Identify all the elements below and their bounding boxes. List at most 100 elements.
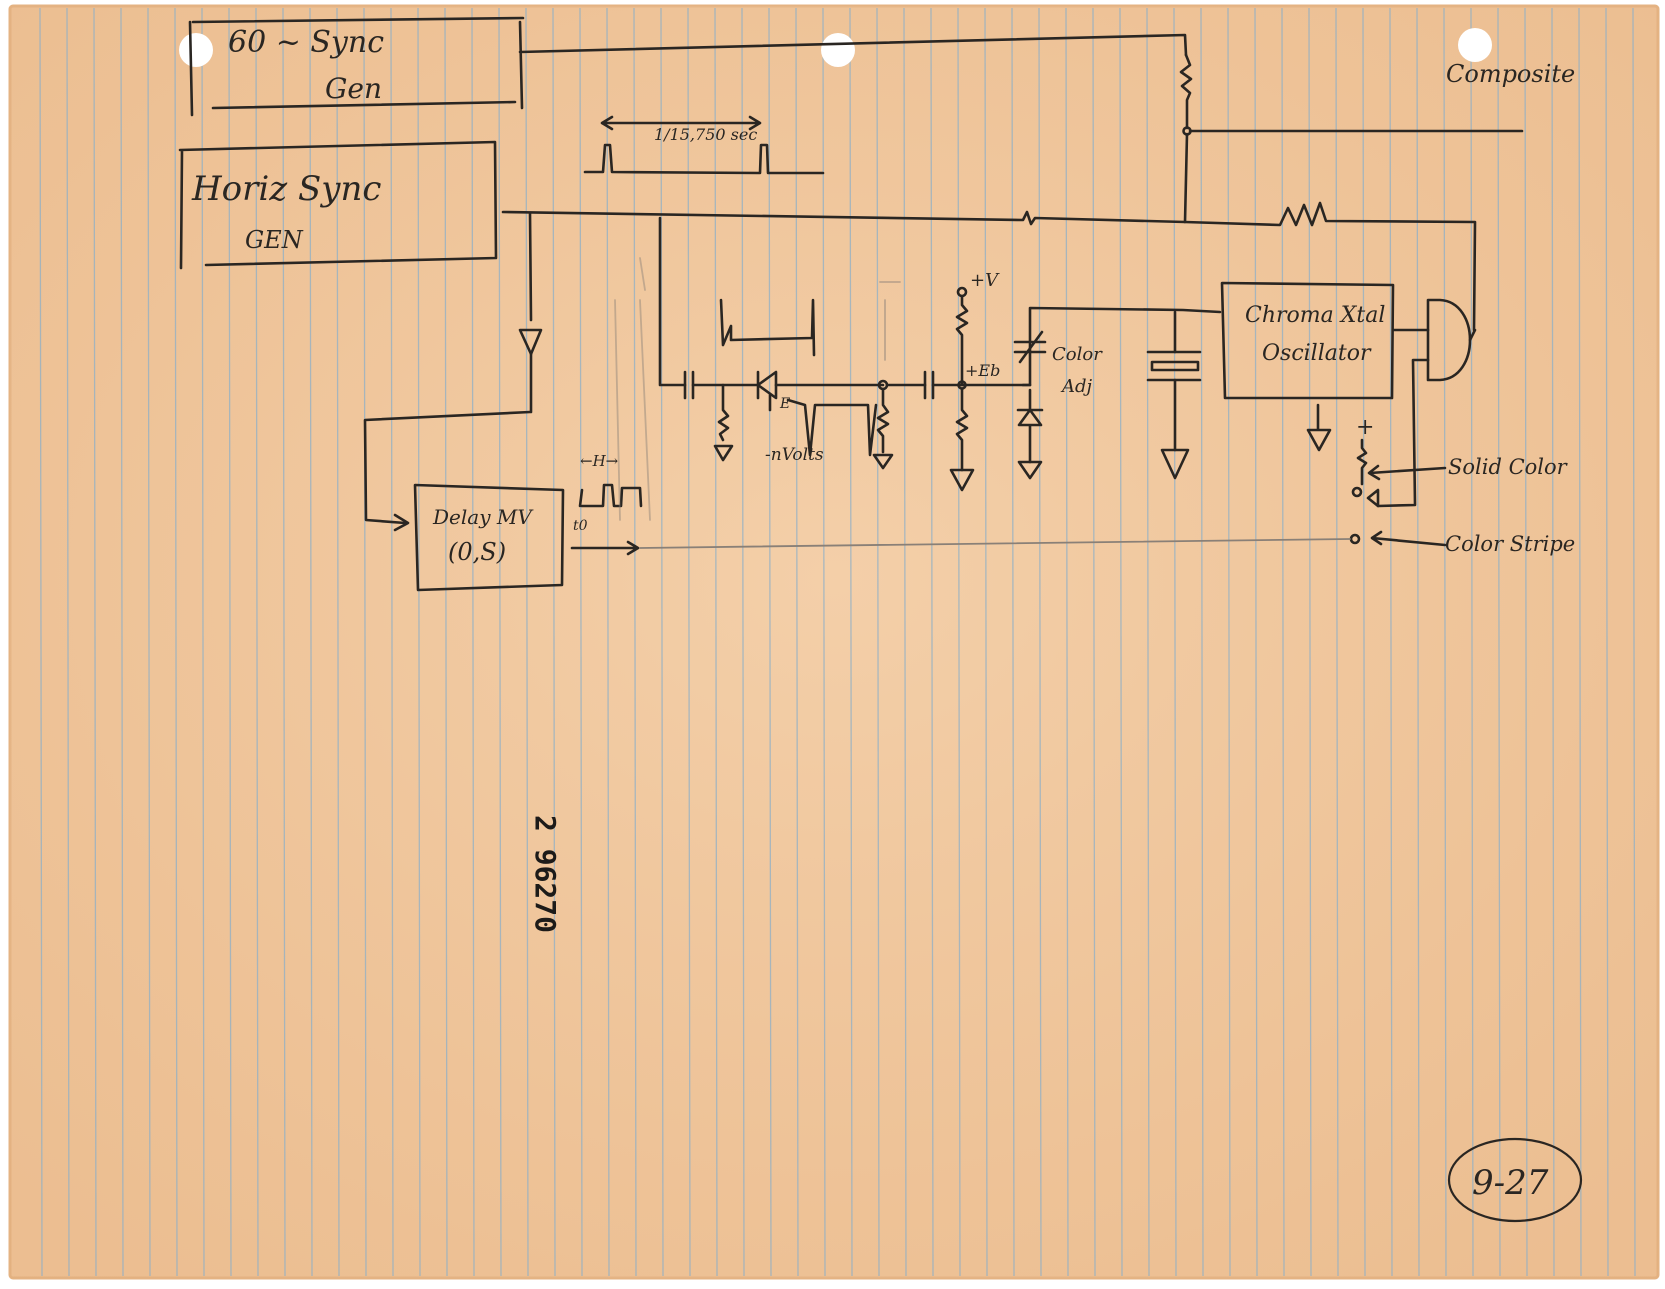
ruled-line: [687, 7, 691, 1277]
ruled-line: [633, 7, 637, 1277]
delay-output-arrow: [570, 540, 640, 556]
varactor-diode: [1016, 388, 1044, 464]
ruled-line: [876, 7, 880, 1277]
ruled-line: [498, 7, 502, 1277]
ruled-line: [822, 7, 826, 1277]
plus-v-label: +V: [970, 270, 1000, 291]
binder-hole-left: [179, 33, 213, 67]
ruled-line: [255, 7, 259, 1277]
ruled-line: [363, 7, 367, 1277]
ruled-line: [228, 7, 232, 1277]
ruled-line: [795, 7, 799, 1277]
ruled-line: [525, 7, 529, 1277]
e-mark-label: E: [779, 396, 790, 412]
ruled-line: [1443, 7, 1447, 1277]
color-adj-label-1: Color: [1052, 344, 1103, 365]
ground-varactor: [1017, 460, 1043, 480]
ruled-line: [741, 7, 745, 1277]
delay-mv-label-line1: Delay MV: [432, 505, 534, 529]
down-arrow-horiz: [518, 328, 543, 356]
ruled-line: [39, 7, 43, 1277]
page-marker-circle: [1447, 1137, 1583, 1223]
ruled-lines: [39, 7, 1636, 1277]
ruled-line: [1470, 7, 1474, 1277]
waveform-lower: [786, 398, 878, 457]
wire-composite-vertical: [1183, 132, 1189, 224]
ruled-line: [552, 7, 556, 1277]
resistor-divider-bottom: [955, 387, 969, 472]
switch-arrow-head: [1366, 488, 1380, 508]
ruled-line: [201, 7, 205, 1277]
color-stripe-pointer: [1370, 530, 1447, 547]
pencil-plus-v-mark: [879, 281, 901, 361]
ruled-line: [579, 7, 583, 1277]
delay-mv-label-line2: (0,S): [448, 538, 506, 566]
composite-label: Composite: [1446, 60, 1575, 88]
ground-divider: [949, 468, 975, 492]
plus-eb-label: +Eb: [965, 361, 1000, 380]
sync-gen-60-box: [188, 16, 525, 117]
ruled-line: [147, 7, 151, 1277]
arrow-into-delay: [393, 513, 410, 532]
switch-contact-solid: [1351, 486, 1363, 498]
color-adj-capacitor: [1013, 330, 1047, 364]
color-stripe-label: Color Stripe: [1445, 532, 1575, 556]
horiz-sync-bus: [501, 201, 1477, 332]
ruled-line: [1362, 7, 1366, 1277]
ruled-line: [1416, 7, 1420, 1277]
ruled-line: [93, 7, 97, 1277]
resistor-shunt-left: [713, 383, 734, 462]
ruled-line: [1389, 7, 1393, 1277]
waveform-upper: [719, 298, 816, 357]
ruled-line: [471, 7, 475, 1277]
ruled-line: [660, 7, 664, 1277]
delay-waveform-sketch: [578, 483, 643, 508]
wire-gate-feedback: [1468, 328, 1477, 342]
ruled-line: [1173, 7, 1177, 1277]
ruled-line: [1146, 7, 1150, 1277]
ruled-line: [309, 7, 313, 1277]
and-gate: [1426, 298, 1472, 382]
solid-color-pointer: [1367, 464, 1447, 481]
color-adj-label-2: Adj: [1060, 376, 1093, 397]
chroma-label-line2: Oscillator: [1262, 341, 1372, 366]
ruled-line: [1254, 7, 1258, 1277]
page-marker-text: 9-27: [1472, 1163, 1549, 1203]
chroma-label-line1: Chroma Xtal: [1245, 303, 1385, 328]
ruled-line: [336, 7, 340, 1277]
switch-contact-stripe: [1349, 533, 1361, 545]
ruled-line: [1524, 7, 1528, 1277]
resistor-divider-top: [955, 294, 969, 387]
ruled-line: [1335, 7, 1339, 1277]
ruled-line: [120, 7, 124, 1277]
period-arrow: [600, 115, 762, 131]
chroma-oscillator-box: [1220, 281, 1395, 400]
pencil-smudge-bracket: [614, 257, 651, 521]
ruled-line: [606, 7, 610, 1277]
ruled-line: [1578, 7, 1582, 1277]
pencil-wire-delay-to-switch: [639, 538, 1351, 549]
ruled-line: [1605, 7, 1609, 1277]
solid-color-label: Solid Color: [1448, 455, 1569, 479]
ruled-line: [1227, 7, 1231, 1277]
ground-crystal: [1160, 448, 1190, 480]
ruled-line: [1551, 7, 1555, 1277]
ruled-line: [282, 7, 286, 1277]
plus-switch-label: +: [1356, 415, 1374, 440]
ruled-line: [1632, 7, 1636, 1277]
wire-to-color-adj: [1021, 306, 1222, 387]
wire-gate-to-switch: [1376, 358, 1430, 508]
ruled-line: [174, 7, 178, 1277]
wire-horiz-to-delay: [363, 211, 533, 525]
period-label: 1/15,750 sec: [654, 125, 757, 144]
minus-n-volts-label: -nVolts: [765, 445, 824, 465]
delay-mv-box: [413, 483, 565, 592]
h-mark-label: ←H→: [580, 452, 619, 470]
binder-hole-right: [1458, 28, 1492, 62]
wire-60-sync-to-composite: [518, 20, 1188, 110]
ruled-line: [66, 7, 70, 1277]
binder-hole-center: [821, 33, 855, 67]
sync60-label-line1: 60 ~ Sync: [228, 25, 384, 60]
